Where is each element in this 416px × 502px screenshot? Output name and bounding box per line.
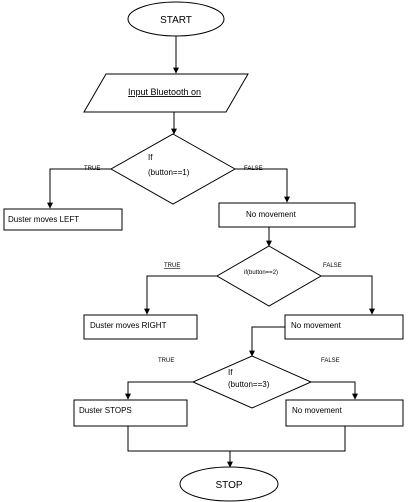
decision1-line1: If bbox=[148, 153, 153, 162]
decision3-false-label: FALSE bbox=[321, 358, 340, 364]
decision3-diamond bbox=[191, 355, 313, 409]
decision1-false-label: FALSE bbox=[244, 166, 263, 172]
decision3-line2: (button==3) bbox=[228, 380, 270, 389]
decision3-false-connector bbox=[311, 381, 358, 400]
duster-stops-label: Duster STOPS bbox=[79, 406, 132, 415]
input-label: Input Bluetooth on bbox=[128, 87, 201, 97]
no-movement-box-1 bbox=[218, 202, 356, 228]
duster-left-label: Duster moves LEFT bbox=[8, 215, 79, 224]
decision1-line2: (button==1) bbox=[148, 168, 190, 177]
decision1-diamond bbox=[109, 133, 237, 205]
no-movement-label-2: No movement bbox=[291, 321, 342, 330]
decision2-false-connector bbox=[321, 275, 375, 315]
decision3-true-label: TRUE bbox=[158, 358, 174, 364]
duster-left-box bbox=[3, 208, 123, 231]
decision2-line1: if(button==2) bbox=[244, 270, 278, 276]
no-movement-label-3: No movement bbox=[292, 406, 343, 415]
no-movement-box-3 bbox=[285, 399, 404, 427]
duster-right-box bbox=[83, 314, 198, 340]
no-movement-label-1: No movement bbox=[246, 210, 297, 219]
duster-stops-box bbox=[73, 399, 188, 427]
start-label: START bbox=[160, 15, 192, 26]
stop-terminal bbox=[179, 466, 279, 502]
decision3-line1: If bbox=[228, 368, 233, 377]
decision2-diamond bbox=[215, 245, 323, 307]
decision3-true-connector bbox=[125, 381, 193, 400]
duster-right-label: Duster moves RIGHT bbox=[90, 321, 167, 330]
decision1-false-connector bbox=[235, 168, 290, 203]
decision1-true-label: TRUE bbox=[84, 166, 100, 172]
input-parallelogram bbox=[83, 73, 249, 113]
arrow-nomove2-to-decision3 bbox=[249, 326, 285, 357]
decision2-true-label: TRUE bbox=[164, 263, 180, 269]
merge-stops-connector bbox=[127, 426, 346, 452]
stop-label: STOP bbox=[215, 480, 242, 491]
decision2-true-connector bbox=[144, 275, 217, 315]
decision1-true-connector bbox=[47, 168, 111, 209]
decision2-false-label: FALSE bbox=[323, 263, 342, 269]
